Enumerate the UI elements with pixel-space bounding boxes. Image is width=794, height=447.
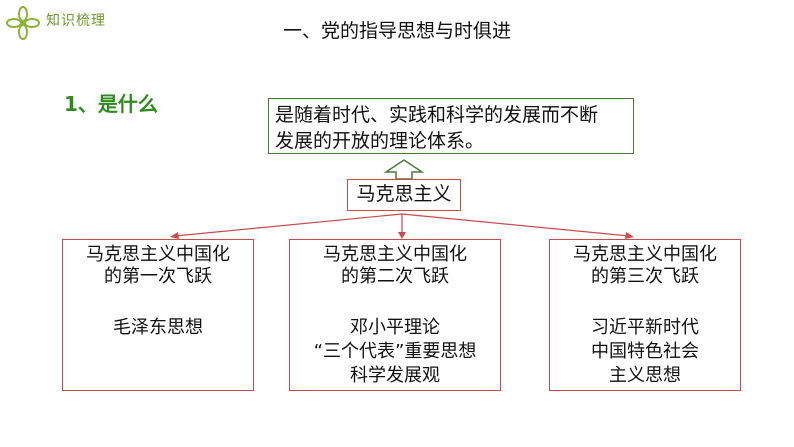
definition-box: 是随着时代、实践和科学的发展而不断 发展的开放的理论体系。 (268, 98, 634, 154)
connector-line-left (174, 213, 403, 237)
arrowhead-left (170, 232, 179, 239)
root-node-box: 马克思主义 (347, 179, 461, 211)
theory-item: 邓小平理论 (350, 317, 440, 338)
arrowhead-right (625, 232, 634, 239)
theory-item: 毛泽东思想 (113, 317, 203, 338)
logo-text: 知识梳理 (46, 13, 106, 29)
definition-line-1: 是随着时代、实践和科学的发展而不断 (275, 104, 599, 126)
leap-box-second: 马克思主义中国化 的第二次飞跃 邓小平理论 “三个代表”重要思想 科学发展观 (289, 239, 501, 391)
connector-line-right (401, 213, 630, 237)
theory-item: 主义思想 (609, 365, 681, 386)
leap-title-line-1: 马克思主义中国化 (573, 244, 717, 265)
theory-item: 习近平新时代 (591, 317, 699, 338)
leap-box-first: 马克思主义中国化 的第一次飞跃 毛泽东思想 (62, 239, 254, 391)
theory-item: “三个代表”重要思想 (313, 341, 477, 362)
theory-item: 科学发展观 (350, 365, 440, 386)
logo-icon (6, 6, 40, 40)
section-heading: 1、是什么 (64, 92, 158, 116)
leap-title-line-2: 的第三次飞跃 (591, 266, 699, 287)
leap-title-line-1: 马克思主义中国化 (323, 244, 467, 265)
leap-box-third: 马克思主义中国化 的第三次飞跃 习近平新时代 中国特色社会 主义思想 (549, 239, 741, 391)
page-title: 一、党的指导思想与时俱进 (282, 20, 511, 42)
up-arrow-icon (383, 159, 425, 180)
leap-title-line-2: 的第二次飞跃 (341, 266, 449, 287)
definition-line-2: 发展的开放的理论体系。 (275, 130, 485, 152)
theory-item: 中国特色社会 (591, 341, 699, 362)
leap-title-line-2: 的第一次飞跃 (104, 266, 212, 287)
arrowhead-middle (398, 232, 406, 239)
leap-title-line-1: 马克思主义中国化 (86, 244, 230, 265)
